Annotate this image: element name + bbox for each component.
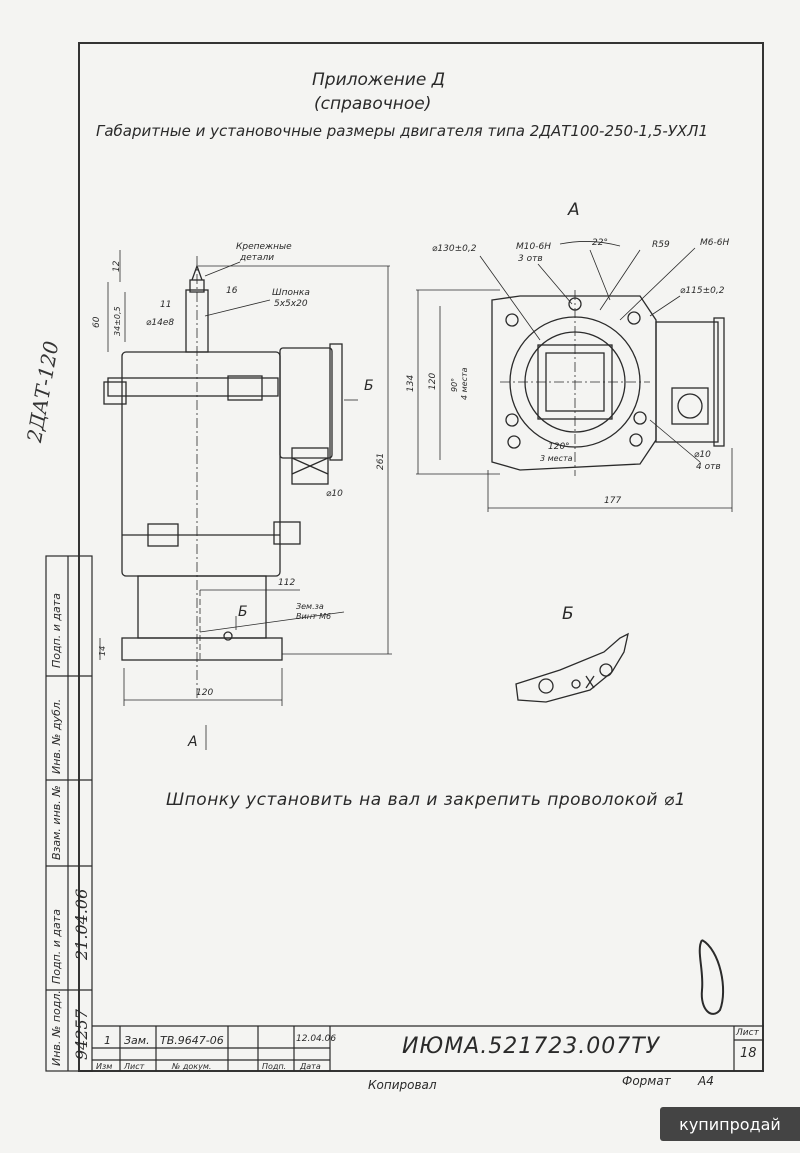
dim-60: 60 <box>92 316 102 328</box>
motor-front-view <box>491 290 725 476</box>
tb-col-izm: Изм <box>96 1062 113 1071</box>
dim-m6: М6-6Н <box>700 238 730 248</box>
document-code: ИЮМА.521723.007ТУ <box>402 1034 661 1059</box>
tb-doc: ТВ.9647-06 <box>160 1034 224 1047</box>
dim-261: 261 <box>376 452 386 470</box>
dim-14: 14 <box>98 645 107 656</box>
appendix-title: Приложение Д <box>312 70 445 90</box>
tb-change: 1 <box>104 1034 111 1047</box>
strip-podp-data-top: Подп. и дата <box>50 593 63 668</box>
dim-90-1: 90° <box>450 377 459 392</box>
arrow-b-label: Б <box>364 378 374 394</box>
tb-col-list: Лист <box>124 1062 145 1071</box>
appendix-reference: (справочное) <box>314 94 432 114</box>
dim-134: 134 <box>406 374 416 392</box>
dim-120deg-1: 120° <box>548 442 570 452</box>
tb-date: 12.04.06 <box>296 1034 337 1044</box>
dim-10-holes-1: ⌀10 <box>694 450 711 460</box>
tb-col-podp: Подп. <box>262 1062 287 1071</box>
dim-22: 22° <box>592 238 608 248</box>
dim-shponka-1: Шпонка <box>272 288 310 298</box>
strip-inv-podl: Инв. № подл. <box>50 990 63 1066</box>
drawing-frame <box>78 42 764 1072</box>
dim-11: 11 <box>160 300 172 310</box>
dim-90-2: 4 места <box>460 367 469 400</box>
dim-112: 112 <box>278 578 296 588</box>
handwritten-scribble <box>698 939 725 1015</box>
title-block-grid <box>92 1025 764 1071</box>
tb-zam: Зам. <box>124 1034 150 1047</box>
dim-120: 120 <box>196 688 214 698</box>
dim-115: ⌀115±0,2 <box>680 286 725 296</box>
left-info-strip <box>45 555 93 1072</box>
tb-col-dokum: № докум. <box>172 1062 212 1071</box>
tb-col-data: Дата <box>300 1062 321 1071</box>
dim-m10-2: 3 отв <box>518 254 543 264</box>
dim-krep-1: Крепежные <box>236 242 292 252</box>
tb-list-label: Лист <box>736 1028 759 1038</box>
drawing-title: Габаритные и установочные размеры двигат… <box>96 122 709 140</box>
footer-format-value: А4 <box>698 1074 714 1088</box>
right-dimension-lines <box>416 241 733 512</box>
strip-podp-data-bottom: Подп. и дата <box>50 909 63 984</box>
strip-inv-dubl: Инв. № дубл. <box>50 698 63 774</box>
strip-date-value: 21.04.06 <box>72 888 91 960</box>
installation-note: Шпонку установить на вал и закрепить про… <box>166 790 686 810</box>
dim-16: 16 <box>226 286 238 296</box>
dim-m10-1: М10-6Н <box>516 242 551 252</box>
view-b-detail <box>515 632 629 703</box>
dim-12: 12 <box>112 260 122 272</box>
dim-120v: 120 <box>428 372 438 390</box>
strip-inv-podl-value: 94257 <box>72 1009 91 1060</box>
view-a-label: А <box>568 200 580 220</box>
dim-10-holes-2: 4 отв <box>696 462 721 472</box>
dim-r59: R59 <box>652 240 670 250</box>
dim-120deg-2: 3 места <box>540 454 573 463</box>
left-dimension-lines <box>99 250 392 750</box>
arrow-b2-label: Б <box>238 604 248 620</box>
tb-list-number: 18 <box>740 1046 757 1061</box>
dim-177: 177 <box>604 496 622 506</box>
dim-10: ⌀10 <box>326 489 343 499</box>
footer-kopiroval: Копировал <box>368 1078 437 1092</box>
dim-130: ⌀130±0,2 <box>432 244 477 254</box>
watermark-badge: купипродай <box>660 1107 800 1141</box>
dim-zem-2: Винт М6 <box>296 612 332 621</box>
strip-vzam-inv: Взам. инв. № <box>50 785 63 860</box>
footer-format-label: Формат <box>622 1074 671 1088</box>
dim-zem-1: Зем.за <box>296 602 324 611</box>
motor-side-view <box>103 256 343 700</box>
view-b-label: Б <box>562 604 574 624</box>
dim-shponka-2: 5х5х20 <box>274 299 308 309</box>
arrow-a-label: А <box>188 734 198 750</box>
dim-14e8: ⌀14е8 <box>146 318 175 328</box>
dim-34: 34±0,5 <box>113 306 122 336</box>
dim-krep-2: детали <box>240 253 275 263</box>
